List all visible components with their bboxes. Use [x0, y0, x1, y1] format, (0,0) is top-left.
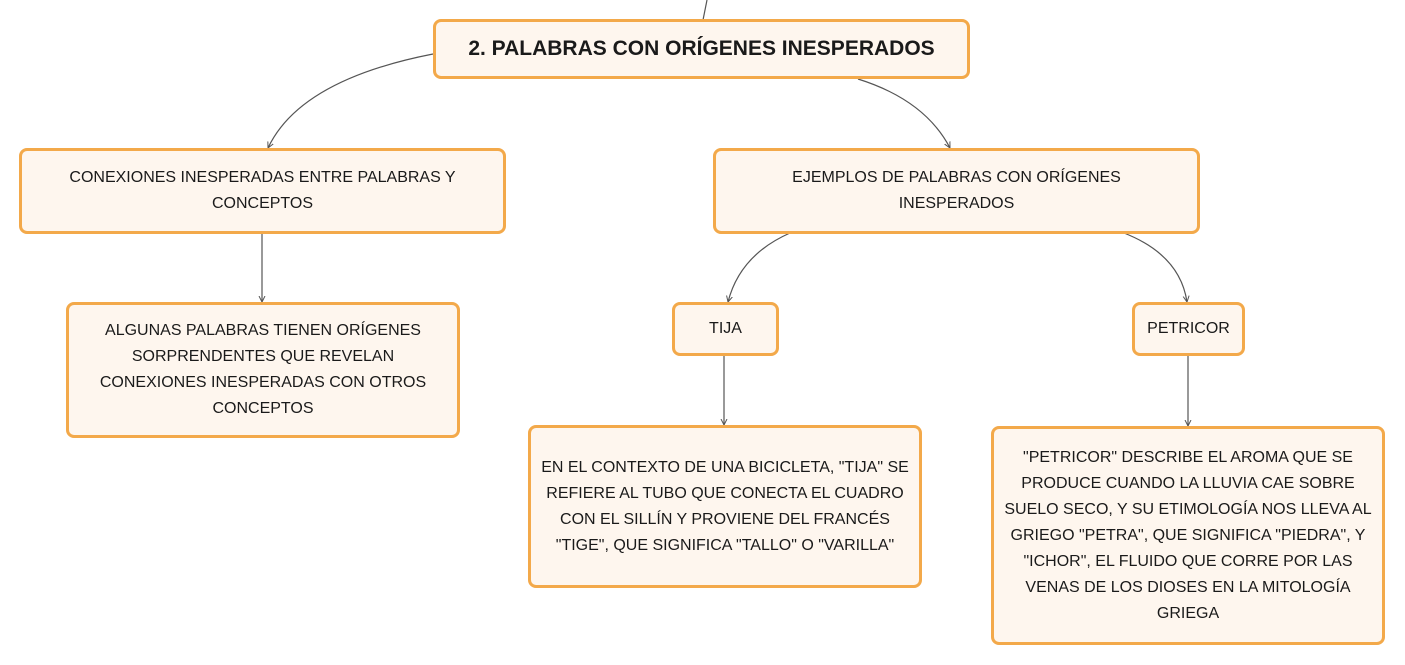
petricor-detail-label: "PETRICOR" DESCRIBE EL AROMA QUE SE PROD… [1004, 448, 1372, 622]
tija-detail-label: EN EL CONTEXTO DE UNA BICICLETA, "TIJA" … [541, 458, 909, 554]
connector-examples-to-tija [728, 232, 791, 302]
tija-label: TIJA [709, 320, 742, 337]
connector-examples-to-petricor [1123, 232, 1187, 302]
root-topic-node[interactable]: 2. PALABRAS CON ORÍGENES INESPERADOS [433, 19, 970, 79]
connector-root-to-connections [268, 53, 434, 148]
petricor-node[interactable]: PETRICOR [1132, 302, 1245, 356]
connections-detail-label: ALGUNAS PALABRAS TIENEN ORÍGENES SORPREN… [99, 322, 427, 417]
connections-node[interactable]: CONEXIONES INESPERADAS ENTRE PALABRAS Y … [19, 148, 506, 234]
examples-label: EJEMPLOS DE PALABRAS CON ORÍGENES INESPE… [792, 169, 1121, 212]
connections-detail-node[interactable]: ALGUNAS PALABRAS TIENEN ORÍGENES SORPREN… [66, 302, 460, 438]
tija-detail-node[interactable]: EN EL CONTEXTO DE UNA BICICLETA, "TIJA" … [528, 425, 922, 588]
tija-node[interactable]: TIJA [672, 302, 779, 356]
examples-node[interactable]: EJEMPLOS DE PALABRAS CON ORÍGENES INESPE… [713, 148, 1200, 234]
petricor-detail-node[interactable]: "PETRICOR" DESCRIBE EL AROMA QUE SE PROD… [991, 426, 1385, 645]
root-topic-label: 2. PALABRAS CON ORÍGENES INESPERADOS [468, 37, 935, 60]
petricor-label: PETRICOR [1147, 320, 1230, 337]
connector-root-to-examples [857, 78, 951, 148]
connections-label: CONEXIONES INESPERADAS ENTRE PALABRAS Y … [69, 169, 456, 212]
connector-from-parent [702, 0, 708, 21]
